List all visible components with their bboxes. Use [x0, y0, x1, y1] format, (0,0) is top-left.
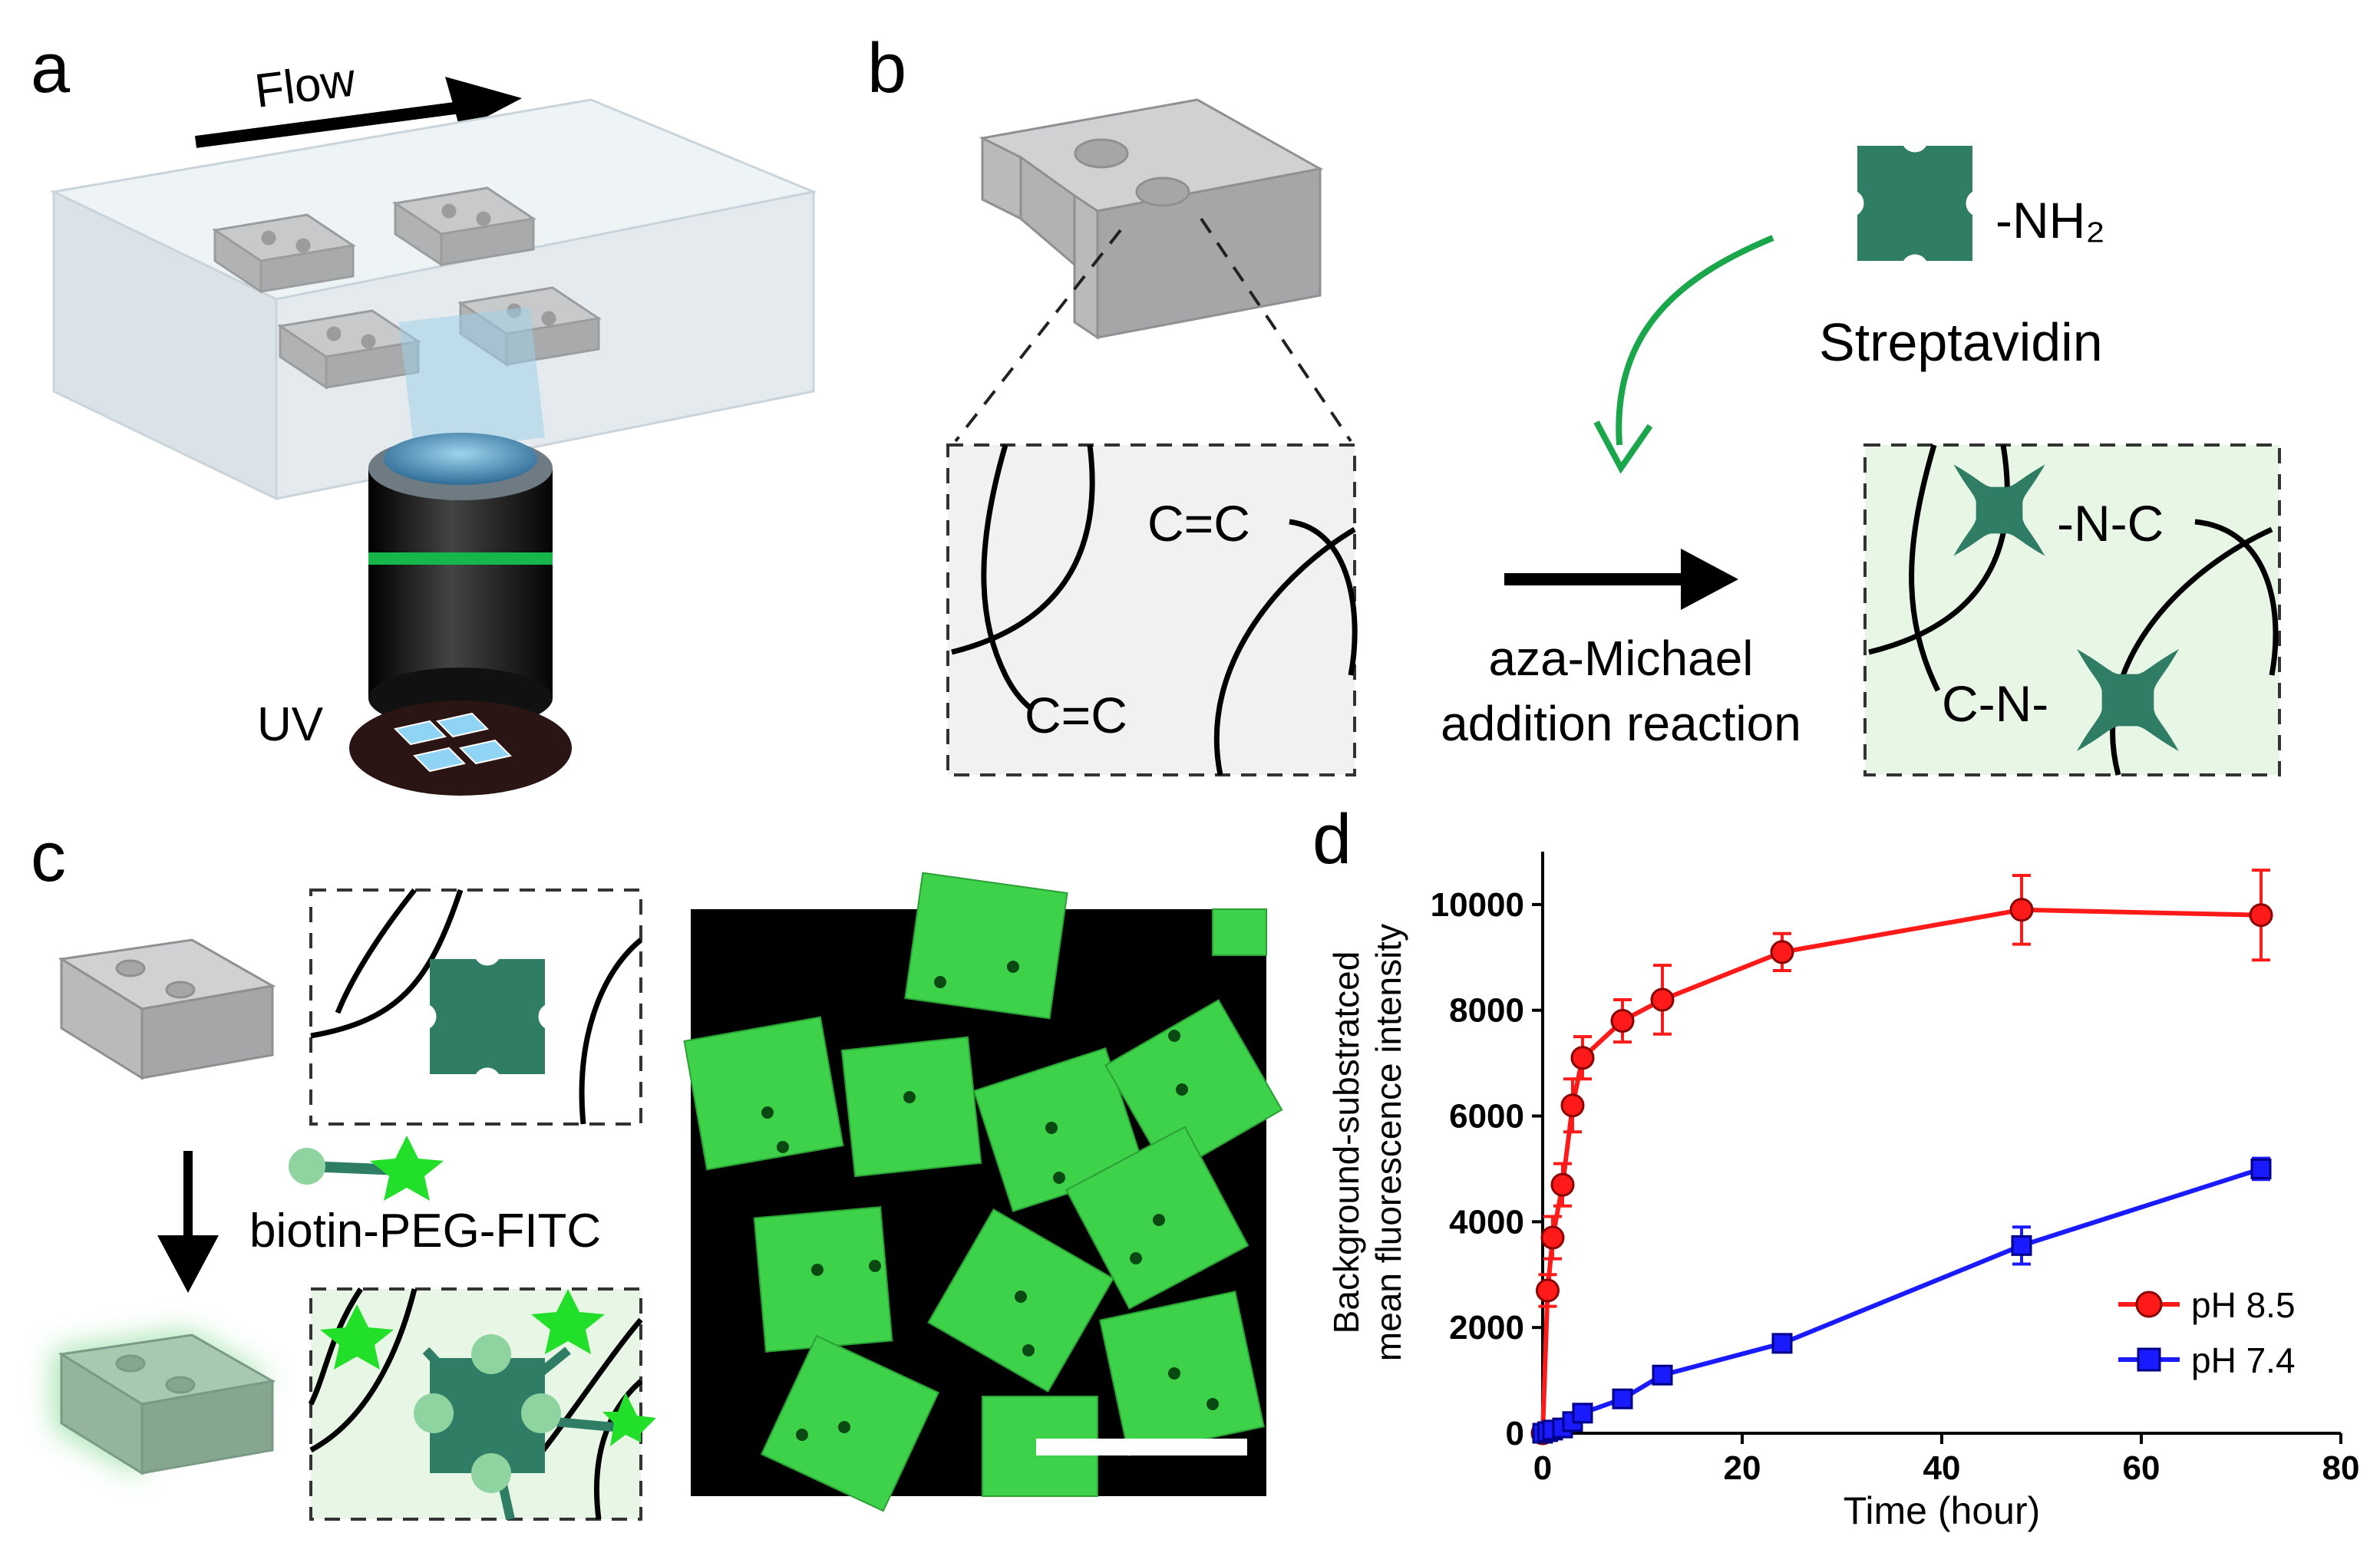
- data-point-circle: [1536, 1278, 1560, 1303]
- panel-b: b C=C C=C -NH₂ Streptavidin: [867, 29, 2281, 776]
- hydrogel-inset-before: C=C C=C: [946, 443, 1358, 776]
- microparticle-fluorescent: [54, 1331, 276, 1477]
- biotin-label: biotin-PEG-FITC: [249, 1205, 601, 1258]
- microparticle-plain: [58, 938, 276, 1080]
- data-point-circle: [2249, 903, 2273, 928]
- panel-a: a Flow: [31, 29, 818, 796]
- y-tick-label: 10000: [1431, 886, 1524, 924]
- legend-marker: [2137, 1347, 2161, 1372]
- reaction-line1: aza-Michael: [1488, 631, 1753, 686]
- y-tick-label: 4000: [1449, 1203, 1524, 1241]
- data-point-circle: [1540, 1225, 1565, 1250]
- legend-label: pH 8.5: [2191, 1285, 2296, 1325]
- data-point-square: [2011, 1235, 2032, 1256]
- flow-arrow: [194, 101, 462, 148]
- reaction-line2: addition reaction: [1441, 696, 1801, 751]
- data-point-circle: [1770, 940, 1794, 964]
- y-axis-label-line2: mean fluorescence intensity: [1368, 924, 1408, 1361]
- y-axis-label-line1: Background-substratced: [1326, 951, 1366, 1334]
- hydrogel-inset-labeled: [308, 1287, 656, 1521]
- x-tick-label: 0: [1533, 1449, 1552, 1487]
- y-tick-label: 0: [1506, 1415, 1524, 1452]
- data-point-circle: [2009, 898, 2034, 922]
- data-point-square: [2250, 1158, 2272, 1179]
- green-arrowhead: [1593, 420, 1653, 474]
- data-point-square: [1612, 1388, 1633, 1409]
- x-tick-label: 80: [2322, 1449, 2360, 1487]
- uv-illumination-disk: [349, 701, 572, 796]
- zoom-line-right: [1200, 217, 1352, 443]
- cn-label: C-N-: [1942, 675, 2048, 732]
- nh2-label: -NH₂: [1995, 192, 2105, 249]
- legend-marker: [2135, 1291, 2163, 1318]
- scale-bar: [1036, 1439, 1247, 1455]
- flow-label: Flow: [252, 53, 358, 117]
- panel-c: c biotin-PEG-FITC: [31, 818, 1283, 1521]
- panel-b-label: b: [867, 29, 906, 107]
- x-tick-label: 40: [1923, 1449, 1961, 1487]
- objective-lens: [368, 307, 553, 775]
- data-point-circle: [1610, 1009, 1635, 1033]
- x-axis-label: Time (hour): [1844, 1489, 2041, 1532]
- hydrogel-inset-after: -N-C C-N-: [1863, 443, 2281, 776]
- microparticle-large: [979, 98, 1324, 340]
- x-tick-label: 20: [1724, 1449, 1761, 1487]
- y-tick-label: 2000: [1449, 1309, 1524, 1347]
- uv-label: UV: [257, 698, 324, 751]
- cc-bottom-label: C=C: [1025, 687, 1127, 743]
- streptavidin-in-hydrogel: [430, 959, 545, 1074]
- fluorescence-micrograph: [683, 872, 1283, 1512]
- legend-label: pH 7.4: [2191, 1340, 2296, 1380]
- flow-arrowhead: [445, 77, 522, 130]
- hydrogel-inset-streptavidin: [309, 888, 643, 1126]
- data-point-square: [1652, 1364, 1673, 1386]
- panel-a-label: a: [31, 29, 71, 107]
- panel-c-label: c: [31, 818, 66, 896]
- data-point-square: [1572, 1403, 1593, 1424]
- data-point-square: [1771, 1333, 1793, 1354]
- labeling-arrowhead: [157, 1235, 219, 1293]
- microparticles-on-chip: [212, 186, 602, 390]
- y-tick-label: 8000: [1449, 992, 1524, 1030]
- nc-label: -N-C: [2057, 495, 2164, 552]
- data-point-circle: [1560, 1093, 1585, 1118]
- data-point-circle: [1570, 1046, 1595, 1070]
- biotin-peg-fitc-icon: [289, 1136, 444, 1201]
- cc-top-label: C=C: [1147, 495, 1250, 552]
- streptavidin-icon: [1857, 146, 1972, 261]
- data-point-circle: [1650, 987, 1675, 1012]
- zoom-line-left: [954, 229, 1122, 443]
- x-tick-label: 60: [2123, 1449, 2160, 1487]
- y-tick-label: 6000: [1449, 1098, 1524, 1136]
- reaction-arrowhead: [1681, 549, 1738, 610]
- panel-d-label: d: [1312, 800, 1352, 879]
- green-curved-arrow: [1616, 235, 1774, 446]
- streptavidin-label: Streptavidin: [1819, 312, 2103, 372]
- data-point-circle: [1550, 1172, 1575, 1197]
